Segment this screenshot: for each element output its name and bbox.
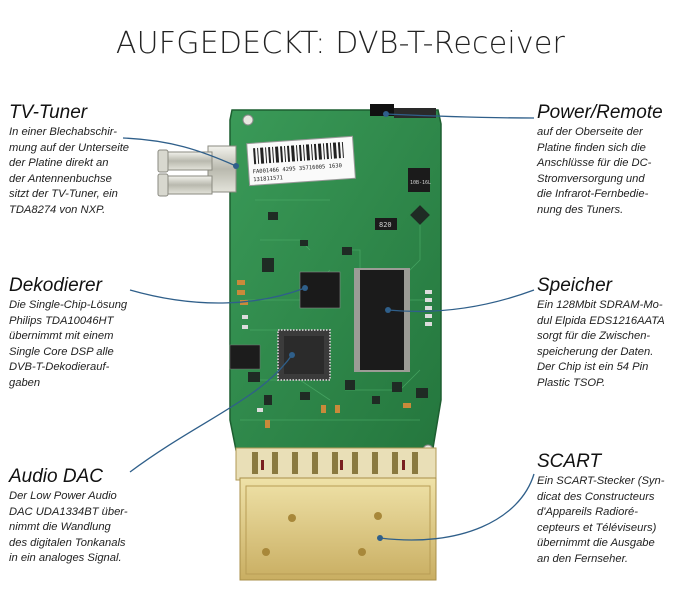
annotation-text: auf der Oberseite der Platine finden sic… (537, 126, 652, 216)
annotation-audio-dac: Audio DAC Der Low Power Audio DAC UDA133… (9, 467, 169, 567)
chip-820-label: 820 (379, 221, 392, 229)
annotation-text: In einer Blechabschir- mung auf der Unte… (9, 126, 130, 216)
annotation-heading: Audio DAC (9, 466, 103, 487)
leader-audio-dac (129, 354, 293, 473)
small-ic (229, 344, 261, 370)
sticker-line-2: 131811571 (253, 175, 283, 183)
regulator-chips: 10B-16L 820 (375, 168, 431, 230)
leader-dekodierer (129, 287, 306, 304)
annotation-scart: SCART Ein SCART-Stecker (Syn- dicat des … (537, 452, 677, 568)
annotation-dekodierer: Dekodierer Die Single-Chip-Lösung Philip… (9, 276, 169, 392)
annotation-text: Die Single-Chip-Lösung Philips TDA10046H… (9, 299, 128, 389)
annotation-heading: Power/Remote (537, 102, 663, 123)
regulator-label: 10B-16L (410, 180, 431, 186)
leader-tv-tuner (122, 137, 237, 167)
annotation-speicher: Speicher Ein 128Mbit SDRAM-Mo- dul Elpid… (537, 276, 677, 392)
sdram-chip (354, 268, 410, 372)
annotation-tv-tuner: TV-Tuner In einer Blechabschir- mung auf… (9, 103, 169, 219)
annotation-heading: Speicher (537, 275, 612, 296)
annotation-power-remote: Power/Remote auf der Oberseite der Plati… (537, 103, 677, 219)
leader-lines (122, 113, 535, 541)
leader-scart (379, 473, 535, 541)
barcode-sticker: FA001466 4295 35716005 1630 131811571 (246, 135, 356, 187)
leader-speicher (387, 289, 535, 313)
leader-power-remote (385, 113, 535, 119)
annotation-text: Ein SCART-Stecker (Syn- dicat des Constr… (537, 475, 665, 565)
page-title: AUFGEDECKT: DVB-T-Receiver (115, 26, 566, 61)
annotation-heading: SCART (537, 451, 602, 472)
scart-connector (235, 447, 437, 581)
annotation-heading: TV-Tuner (9, 102, 88, 123)
annotation-text: Ein 128Mbit SDRAM-Mo- dul Elpida EDS1216… (537, 299, 665, 389)
antenna-connector (157, 145, 237, 197)
annotation-heading: Dekodierer (9, 275, 102, 296)
annotation-text: Der Low Power Audio DAC UDA1334BT über- … (9, 490, 128, 565)
audio-dac-chip (277, 329, 331, 381)
